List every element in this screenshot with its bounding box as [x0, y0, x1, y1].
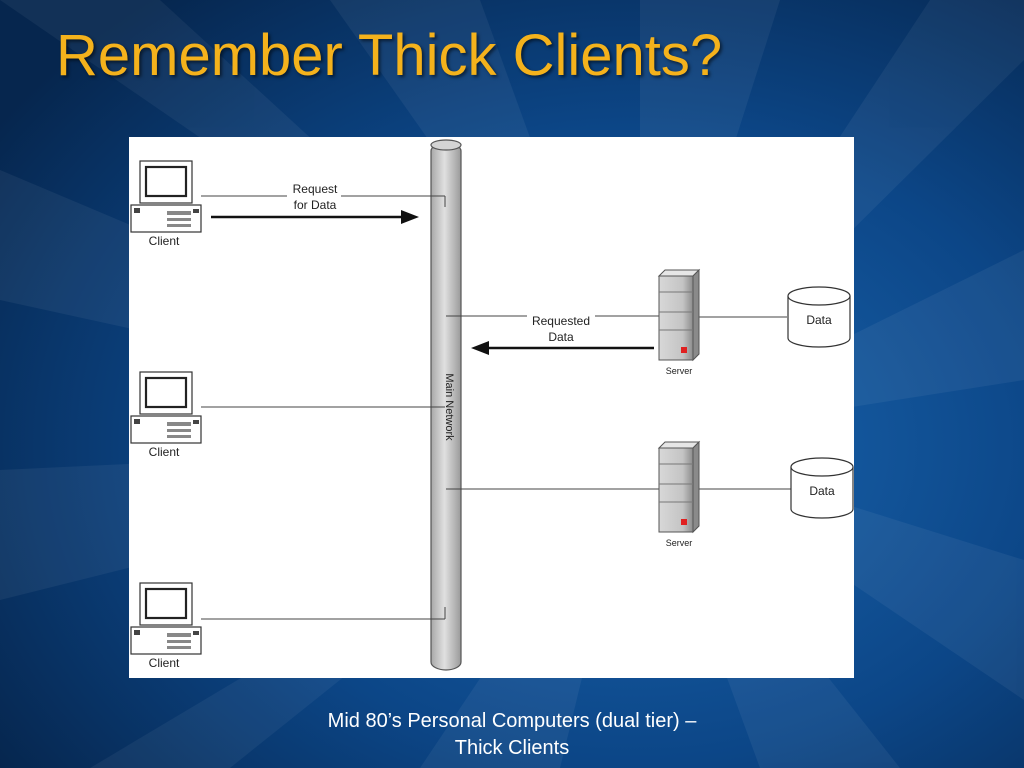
request-arrow — [211, 210, 419, 224]
response-label-line2: Data — [548, 330, 574, 344]
client-links — [201, 195, 446, 620]
response-label-line1: Requested — [532, 314, 590, 328]
response-arrow — [471, 341, 654, 355]
server-tower-icon — [657, 268, 701, 362]
database-label: Data — [809, 484, 835, 498]
caption-line-1: Mid 80’s Personal Computers (dual tier) … — [327, 710, 697, 732]
slide-title: Remember Thick Clients? — [56, 23, 723, 88]
client-label: Client — [149, 445, 180, 459]
server-label: Server — [666, 366, 693, 376]
database-label: Data — [806, 313, 832, 327]
server-1: Server — [657, 268, 701, 376]
client-3: Client — [130, 582, 202, 670]
main-network-pipe: Main Network — [430, 139, 462, 671]
database-cylinder-icon — [787, 286, 851, 348]
client-1: Client — [130, 160, 202, 248]
client-2: Client — [130, 371, 202, 459]
server-tower-icon — [657, 440, 701, 534]
server-2: Server — [657, 440, 701, 548]
computer-icon — [130, 371, 202, 444]
database-1: Data — [787, 286, 851, 348]
request-label-line2: for Data — [294, 198, 337, 212]
server-links — [446, 315, 791, 490]
computer-icon — [130, 160, 202, 233]
client-label: Client — [149, 656, 180, 670]
database-2: Data — [790, 457, 854, 519]
main-network-label: Main Network — [443, 373, 455, 441]
database-cylinder-icon — [790, 457, 854, 519]
client-label: Client — [149, 234, 180, 248]
network-diagram: Main Network Request for Data Requested … — [129, 137, 854, 678]
caption-line-2: Thick Clients — [454, 737, 570, 759]
computer-icon — [130, 582, 202, 655]
server-led — [681, 347, 687, 353]
server-label: Server — [666, 538, 693, 548]
server-led — [681, 519, 687, 525]
request-label-line1: Request — [293, 182, 338, 196]
slide-caption: Mid 80’s Personal Computers (dual tier) … — [212, 708, 812, 762]
